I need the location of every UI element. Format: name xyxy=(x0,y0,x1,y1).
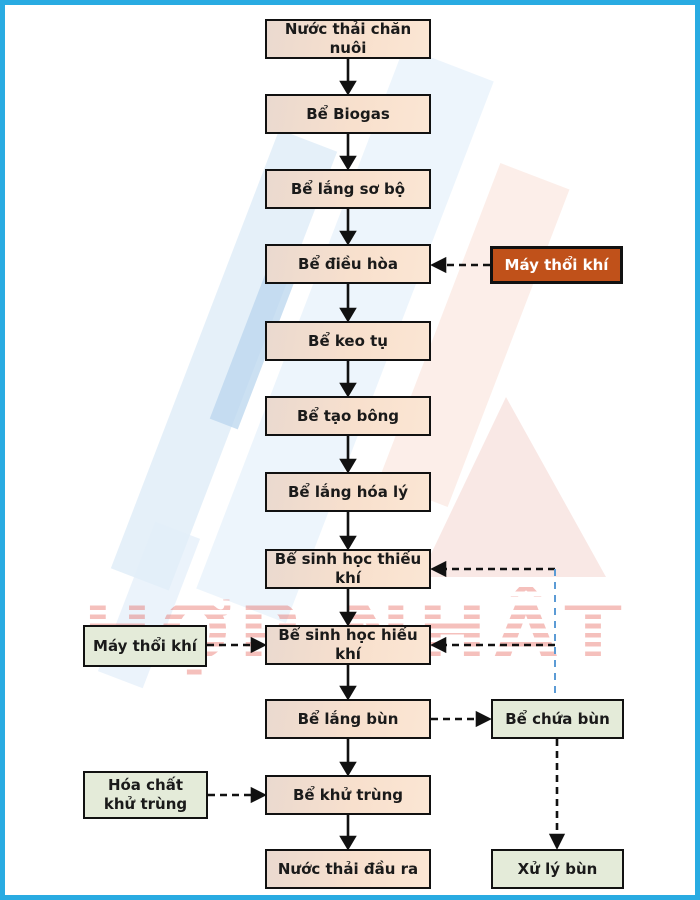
node-be-biogas: Bể Biogas xyxy=(265,94,431,134)
node-may-thoi-khi-right: Máy thổi khí xyxy=(490,246,623,284)
node-label: Bể lắng sơ bộ xyxy=(290,179,406,198)
node-be-chua-bun: Bể chứa bùn xyxy=(491,699,624,739)
node-label: Hóa chất khử trùng xyxy=(103,776,188,813)
node-label: Bể lắng hóa lý xyxy=(288,482,408,501)
node-label: Bể tạo bông xyxy=(296,406,400,425)
node-label: Bể lắng bùn xyxy=(297,709,399,728)
node-label: Bể keo tụ xyxy=(308,331,388,350)
node-label: Bể sinh học hiếu khí xyxy=(278,626,418,663)
node-xu-ly-bun: Xử lý bùn xyxy=(491,849,624,889)
node-hoa-chat-khu-trung: Hóa chất khử trùng xyxy=(83,771,208,819)
node-label: Bể sinh học thiếu khí xyxy=(274,550,422,587)
flow-connectors xyxy=(207,59,566,851)
node-be-khu-trung: Bể khử trùng xyxy=(265,775,431,815)
node-nuoc-thai-dau-ra: Nước thải đầu ra xyxy=(265,849,431,889)
node-be-keo-tu: Bể keo tụ xyxy=(265,321,431,361)
node-label: Máy thổi khí xyxy=(504,255,609,274)
node-label: Máy thổi khí xyxy=(93,636,197,655)
node-be-lang-so-bo: Bể lắng sơ bộ xyxy=(265,169,431,209)
node-label: Nước thải chăn nuôi xyxy=(284,20,412,57)
node-label: Xử lý bùn xyxy=(517,859,598,878)
node-may-thoi-khi-left: Máy thổi khí xyxy=(83,625,207,667)
node-be-lang-hoa-ly: Bể lắng hóa lý xyxy=(265,472,431,512)
node-label: Bể chứa bùn xyxy=(505,709,610,728)
node-be-tao-bong: Bể tạo bông xyxy=(265,396,431,436)
node-label: Nước thải đầu ra xyxy=(277,859,419,878)
node-label: Bể điều hòa xyxy=(298,254,398,273)
node-label: Bể Biogas xyxy=(306,104,390,123)
node-be-dieu-hoa: Bể điều hòa xyxy=(265,244,431,284)
node-label: Bể khử trùng xyxy=(292,785,404,804)
node-be-sinh-hoc-thieu-khi: Bể sinh học thiếu khí xyxy=(265,549,431,589)
node-be-sinh-hoc-hieu-khi: Bể sinh học hiếu khí xyxy=(265,625,431,665)
node-nuoc-thai-chan-nuoi: Nước thải chăn nuôi xyxy=(265,19,431,59)
node-be-lang-bun: Bể lắng bùn xyxy=(265,699,431,739)
